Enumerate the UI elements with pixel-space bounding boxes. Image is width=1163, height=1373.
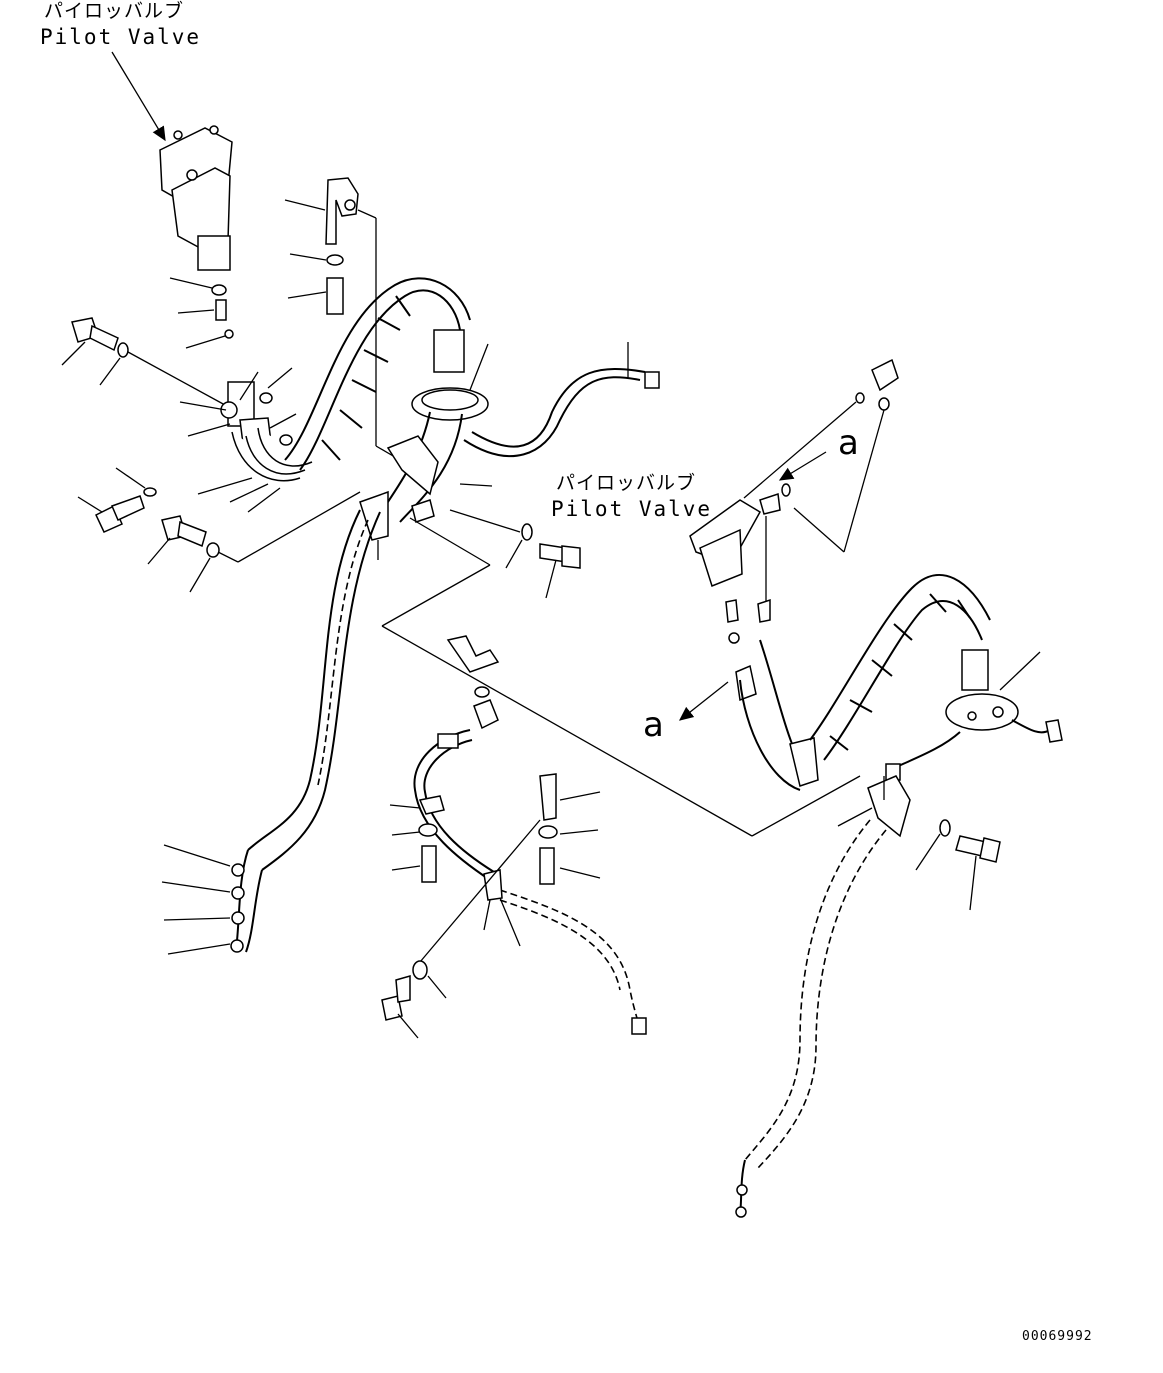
pilot-hose-single [463,342,660,457]
pilot-valve-right [678,358,1063,1218]
pilot-valve-upper [111,51,233,271]
center-lower-group [381,635,647,1039]
view-ref-a-lower: a [643,705,664,745]
view-ref-a-upper: a [838,423,859,463]
top-bracket-group [284,177,401,461]
hose-bundle-left [161,277,861,955]
drawing-number: 00069992 [1022,1329,1093,1344]
left-fittings [61,277,361,593]
bolt-center-right [505,523,581,599]
pilot-valve-label-jp-top: パイロッバルブ [44,0,185,22]
pilot-valve-label-en-right: Pilot Valve [551,497,713,521]
pilot-valve-label-jp-right: パイロッバルブ [556,472,697,494]
pilot-valve-label-en-top: Pilot Valve [40,25,202,49]
